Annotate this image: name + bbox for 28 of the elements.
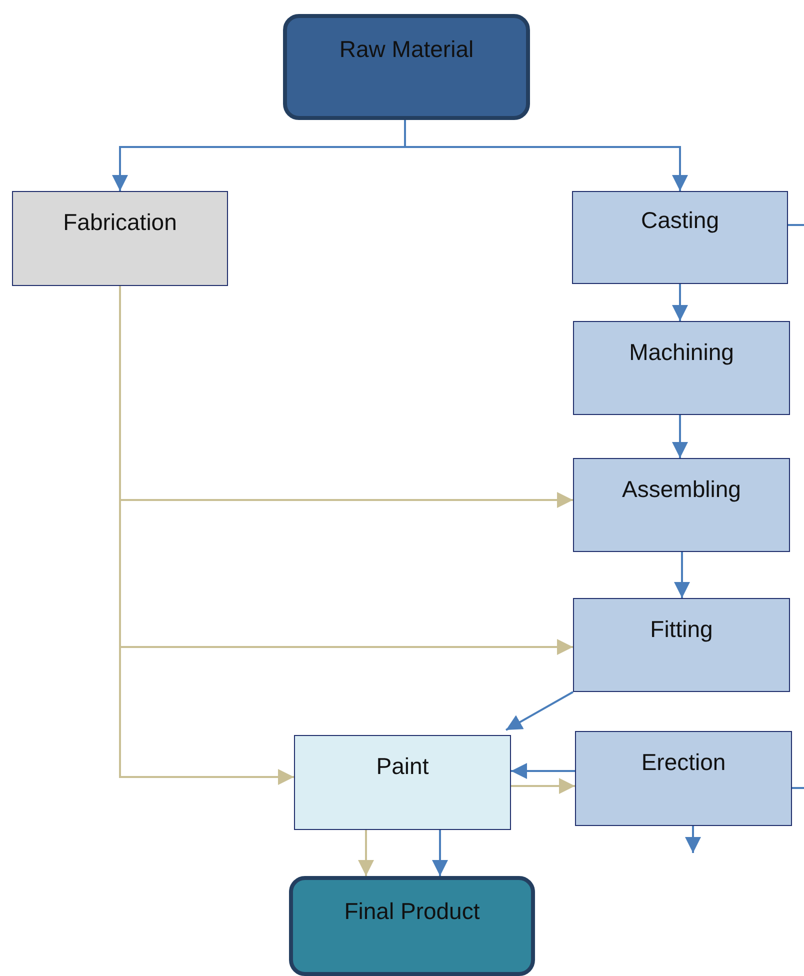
process-box: [573, 458, 790, 552]
connector-arrow: [511, 778, 575, 794]
connector-arrow: [404, 120, 688, 191]
node-label: Fitting: [650, 616, 713, 643]
connector-arrow: [672, 284, 688, 321]
node-label: Assembling: [622, 476, 741, 503]
process-box: [12, 191, 228, 286]
node-label: Machining: [629, 339, 734, 366]
connector-arrow: [672, 415, 688, 458]
node-label: Erection: [641, 749, 726, 776]
node-label: Paint: [376, 753, 429, 780]
node-label: Casting: [641, 207, 719, 234]
connector-arrow: [506, 691, 574, 731]
node-label: Raw Material: [339, 36, 474, 63]
start-box: [283, 14, 530, 120]
process-box: [573, 321, 790, 415]
process-box: [573, 598, 790, 692]
process-box: [294, 735, 511, 830]
node-label: Final Product: [344, 898, 480, 925]
connector-arrow: [674, 552, 690, 598]
connector-arrow: [511, 763, 575, 779]
node-label: Fabrication: [63, 209, 177, 236]
process-box: [572, 191, 788, 284]
process-box: [575, 731, 792, 826]
connector-arrow: [685, 826, 701, 853]
connector-arrow: [358, 830, 374, 876]
connector-arrow: [432, 830, 448, 876]
end-box: [289, 876, 535, 976]
